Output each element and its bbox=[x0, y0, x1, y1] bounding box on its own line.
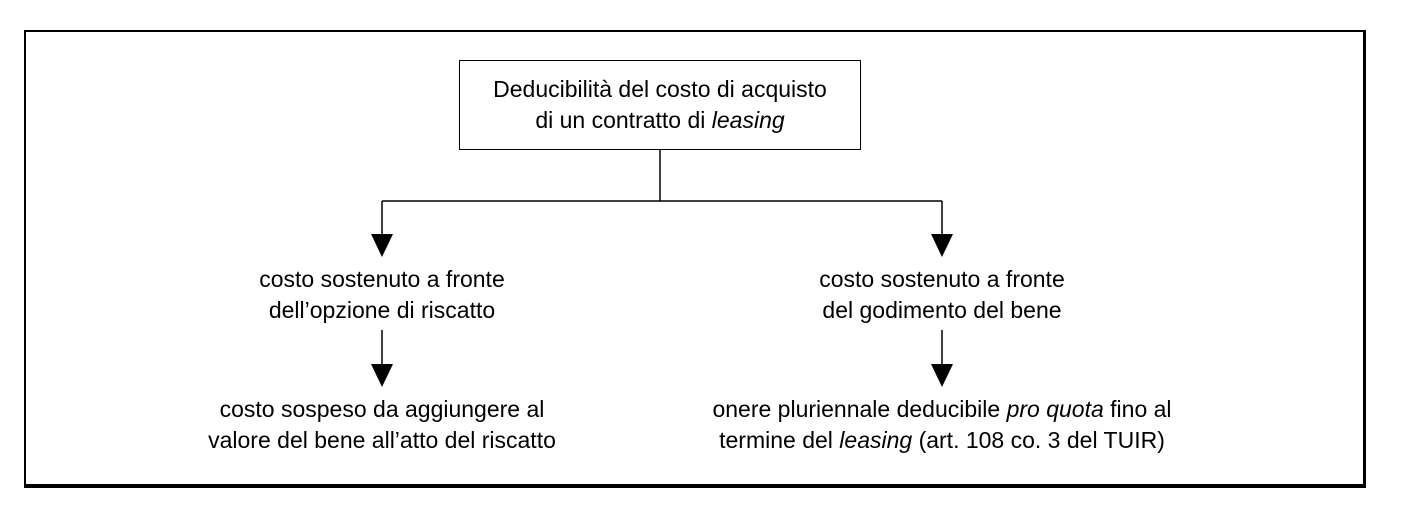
diagram-frame bbox=[24, 30, 1366, 488]
right-result-node: onere pluriennale deducibile pro quota f… bbox=[712, 394, 1171, 456]
root-node-leasing-italic: leasing bbox=[711, 107, 785, 133]
left-result-node-line2: valore del bene all’atto del riscatto bbox=[208, 427, 556, 453]
left-branch-node-line2: dell’opzione di riscatto bbox=[268, 297, 496, 323]
left-branch-arrowhead bbox=[371, 234, 393, 257]
left-result-node-line1: costo sospeso da aggiungere al bbox=[219, 396, 545, 422]
right-branch-arrowhead bbox=[931, 234, 953, 257]
right-branch-node: costo sostenuto a fronte del godimento d… bbox=[819, 264, 1065, 326]
right-result-pro-quota-italic: pro quota bbox=[1006, 396, 1104, 422]
right-result-arrowhead bbox=[931, 364, 953, 387]
root-node: Deducibilità del costo di acquisto di un… bbox=[459, 60, 861, 150]
root-node-line1: Deducibilità del costo di acquisto bbox=[493, 76, 827, 102]
right-branch-node-line2: del godimento del bene bbox=[822, 297, 1062, 323]
root-node-line2: di un contratto di leasing bbox=[535, 105, 784, 136]
right-result-line2-suffix: (art. 108 co. 3 del TUIR) bbox=[912, 427, 1165, 453]
right-result-line2-prefix: termine del bbox=[719, 427, 840, 453]
right-result-node-line1: onere pluriennale deducibile pro quota f… bbox=[712, 394, 1171, 425]
left-branch-node: costo sostenuto a fronte dell’opzione di… bbox=[259, 264, 505, 326]
left-result-node: costo sospeso da aggiungere al valore de… bbox=[208, 394, 556, 456]
right-result-node-line2: termine del leasing (art. 108 co. 3 del … bbox=[712, 425, 1171, 456]
right-result-line1-prefix: onere pluriennale deducibile bbox=[712, 396, 1007, 422]
left-branch-node-line1: costo sostenuto a fronte bbox=[259, 266, 505, 292]
right-result-line1-suffix: fino al bbox=[1103, 396, 1172, 422]
right-result-leasing-italic: leasing bbox=[839, 427, 913, 453]
left-result-arrowhead bbox=[371, 364, 393, 387]
right-branch-node-line1: costo sostenuto a fronte bbox=[819, 266, 1065, 292]
root-node-line2-text: di un contratto di bbox=[535, 107, 712, 133]
